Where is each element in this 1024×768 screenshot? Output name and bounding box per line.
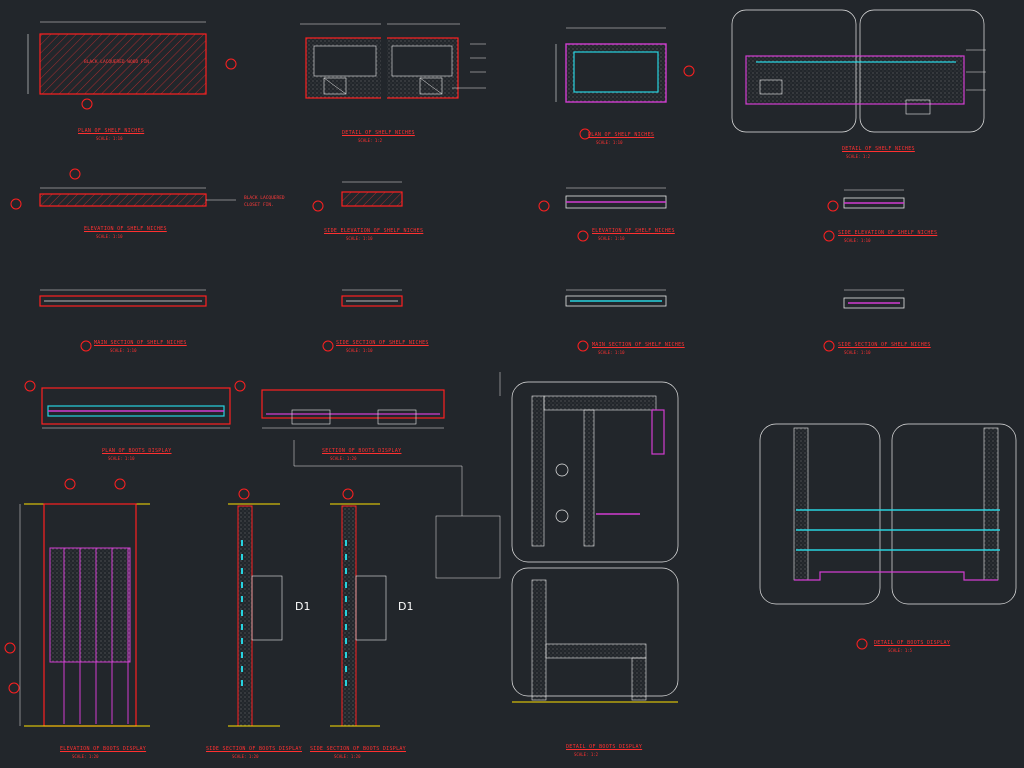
title-side-section: SIDE SECTION OF SHELF NICHES (336, 340, 429, 346)
title-side-section-boots: SIDE SECTION OF BOOTS DISPLAY (206, 746, 302, 752)
side-section-boots-2-drawing (330, 488, 387, 727)
note-black-lacquered: BLACK LACQUERED WOOD FIN. (84, 60, 152, 65)
scale-side-section-boots: SCALE: 1:20 (232, 754, 259, 759)
plan-boots-drawing (24, 380, 246, 429)
scale-plan-shelf-2: SCALE: 1:10 (596, 140, 623, 145)
scale-side-elev-shelf-2: SCALE: 1:10 (844, 238, 871, 243)
scale-elev-boots: SCALE: 1:20 (72, 754, 99, 759)
title-elev-shelf: ELEVATION OF SHELF NICHES (84, 226, 167, 232)
scale-plan-shelf: SCALE: 1:10 (96, 136, 123, 141)
title-side-section-2: SIDE SECTION OF SHELF NICHES (838, 342, 931, 348)
scale-section-boots: SCALE: 1:20 (330, 456, 357, 461)
side-section-drawing (322, 289, 403, 352)
scale-side-section: SCALE: 1:10 (346, 348, 373, 353)
title-plan-shelf: PLAN OF SHELF NICHES (78, 128, 145, 134)
title-detail-boots-a: DETAIL OF BOOTS DISPLAY (566, 744, 643, 750)
scale-side-elev-shelf: SCALE: 1:10 (346, 236, 373, 241)
detail-marker-d1-a: D1 (295, 600, 311, 613)
section-boots-drawing (261, 389, 445, 429)
elevation-shelf-drawing (10, 168, 236, 210)
elevation-shelf-2-drawing (538, 187, 667, 242)
detail-shelf-2-drawing (731, 9, 986, 133)
side-elevation-shelf-2-drawing (823, 189, 905, 242)
title-detail-shelf-2: DETAIL OF SHELF NICHES (842, 146, 915, 152)
scale-elev-shelf-2: SCALE: 1:10 (598, 236, 625, 241)
note-black-lacquered-2: BLACK LACQUERED (244, 196, 285, 201)
title-plan-boots: PLAN OF BOOTS DISPLAY (102, 448, 172, 454)
note-closet-fin: CLOSET FIN. (244, 203, 274, 208)
scale-side-section-2: SCALE: 1:10 (844, 350, 871, 355)
side-section-boots-drawing (228, 488, 283, 727)
title-detail-boots-b: DETAIL OF BOOTS DISPLAY (874, 640, 951, 646)
scale-detail-shelf: SCALE: 1:2 (358, 138, 383, 143)
scale-detail-shelf-2: SCALE: 1:2 (846, 154, 871, 159)
detail-boots-b-drawing (759, 423, 1017, 650)
title-side-elev-shelf: SIDE ELEVATION OF SHELF NICHES (324, 228, 424, 234)
scale-side-section-boots-2: SCALE: 1:20 (334, 754, 361, 759)
detail-shelf-drawing (300, 20, 486, 110)
title-side-section-boots-2: SIDE SECTION OF BOOTS DISPLAY (310, 746, 406, 752)
title-plan-shelf-2: PLAN OF SHELF NICHES (588, 132, 655, 138)
side-section-2-drawing (823, 289, 905, 352)
title-main-section-2: MAIN SECTION OF SHELF NICHES (592, 342, 685, 348)
title-detail-shelf: DETAIL OF SHELF NICHES (342, 130, 415, 136)
scale-main-section: SCALE: 1:10 (110, 348, 137, 353)
title-section-boots: SECTION OF BOOTS DISPLAY (322, 448, 402, 454)
title-main-section: MAIN SECTION OF SHELF NICHES (94, 340, 187, 346)
scale-main-section-2: SCALE: 1:10 (598, 350, 625, 355)
detail-marker-d1-b: D1 (398, 600, 414, 613)
main-section-drawing (39, 289, 207, 352)
scale-elev-shelf: SCALE: 1:10 (96, 234, 123, 239)
elevation-boots-drawing (4, 478, 150, 727)
main-section-2-drawing (565, 289, 667, 352)
callout-connectors (293, 372, 501, 579)
plan-shelf-2-drawing (555, 27, 695, 140)
scale-plan-boots: SCALE: 1:10 (108, 456, 135, 461)
side-elevation-shelf-drawing (312, 181, 403, 212)
title-elev-boots: ELEVATION OF BOOTS DISPLAY (60, 746, 147, 752)
title-side-elev-shelf-2: SIDE ELEVATION OF SHELF NICHES (838, 230, 938, 236)
title-elev-shelf-2: ELEVATION OF SHELF NICHES (592, 228, 675, 234)
detail-boots-a-drawing (511, 381, 679, 703)
scale-detail-boots-b: SCALE: 1:5 (888, 648, 913, 653)
plan-shelf-drawing (27, 21, 237, 110)
scale-detail-boots-a: SCALE: 1:2 (574, 752, 599, 757)
